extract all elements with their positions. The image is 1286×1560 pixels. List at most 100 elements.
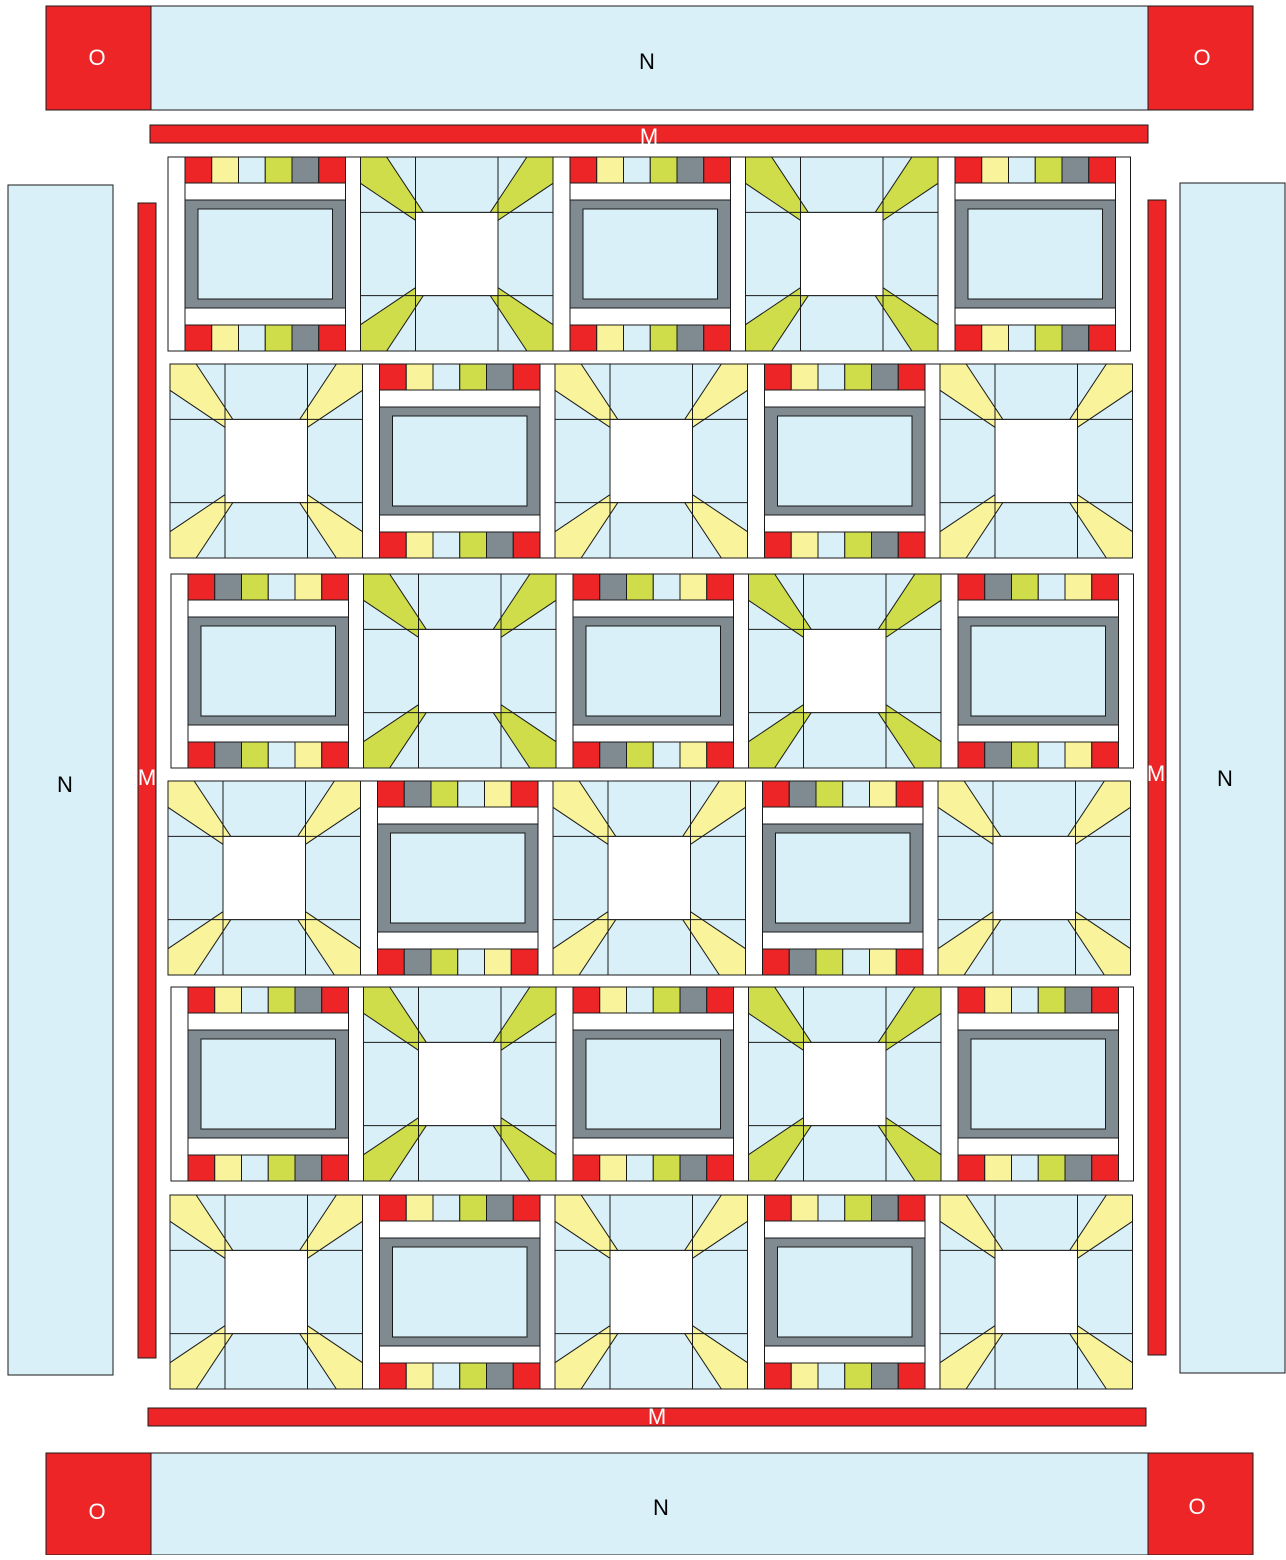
block-r6-c4-frame-post-left xyxy=(748,1195,765,1389)
block-r4-c2-frame-top-strip-square xyxy=(511,781,538,807)
block-r3-c3-frame-top-strip-square xyxy=(653,574,680,600)
block-r5-c1-frame-bottom-strip-square xyxy=(295,1155,322,1181)
block-r1-c1-frame-top-strip-square xyxy=(292,157,319,183)
label-right-border-N: N xyxy=(1205,767,1245,791)
block-r2-c4-frame-bottom-white-bar xyxy=(765,515,926,532)
block-r6-c2-frame-bottom-white-bar xyxy=(380,1346,541,1363)
block-r5-c1-frame-top-strip-square xyxy=(188,987,215,1013)
block-r3-c5-frame-bottom-strip-square xyxy=(1012,742,1039,768)
label-corner-bottom-left-O: O xyxy=(77,1500,117,1524)
block-r3-c1-frame-bottom-strip-square xyxy=(295,742,322,768)
block-r6-c2-frame-bottom-strip-square xyxy=(433,1363,460,1389)
block-r3-c3-frame-bottom-strip-square xyxy=(680,742,707,768)
block-r3-c3-frame-top-strip-square xyxy=(707,574,734,600)
block-r5-c3-frame-top-strip-square xyxy=(680,987,707,1013)
block-r3-c4-x-center-square xyxy=(804,629,887,712)
block-r5-c1-frame-top-strip-square xyxy=(268,987,295,1013)
block-r4-c4-frame-top-strip-square xyxy=(870,781,897,807)
block-r5-c3-frame-bottom-strip-square xyxy=(600,1155,627,1181)
label-left-border-N: N xyxy=(45,773,85,797)
block-r4-c2-frame-bottom-strip-square xyxy=(511,949,538,975)
block-r2-c3-x-center-square xyxy=(610,419,693,502)
block-r5-c5-frame-bottom-strip-square xyxy=(1092,1155,1119,1181)
block-r6-c2-frame-bottom-strip-square xyxy=(460,1363,487,1389)
block-r2-c4-frame-top-strip-square xyxy=(791,364,818,390)
block-r4-c2-frame-bottom-white-bar xyxy=(378,932,539,949)
label-corner-top-right-O: O xyxy=(1182,46,1222,70)
block-r5-c5-frame-top-strip-square xyxy=(1065,987,1092,1013)
block-r6-c4-frame-post-right xyxy=(925,1195,940,1389)
block-r2-c2-frame-top-strip-square xyxy=(513,364,540,390)
block-r2-c4-frame-top-strip-square xyxy=(765,364,792,390)
block-r3-c5-frame-post-right xyxy=(1119,574,1134,768)
block-r5-c1-frame-top-strip-square xyxy=(215,987,242,1013)
block-r1-c5-frame-post-right xyxy=(1116,157,1131,351)
block-r6-c4-frame-bottom-strip-square xyxy=(765,1363,792,1389)
block-r1-c1-frame-bottom-strip-square xyxy=(319,325,346,351)
block-r5-c3-frame-post-left xyxy=(556,987,573,1181)
block-r2-c4-frame-top-strip-square xyxy=(818,364,845,390)
block-r1-c3-frame-bottom-strip-square xyxy=(624,325,651,351)
label-corner-top-left-O: O xyxy=(77,46,117,70)
block-r3-c3-frame-bottom-strip-square xyxy=(573,742,600,768)
block-r1-c1-frame-top-strip-square xyxy=(319,157,346,183)
block-r5-c3-frame-center-window xyxy=(586,1039,721,1129)
block-r5-c3-frame-top-strip-square xyxy=(707,987,734,1013)
block-r2-c2-frame-top-strip-square xyxy=(380,364,407,390)
block-r6-c4-frame-center-window xyxy=(778,1247,913,1337)
block-r2-c2-frame-center-window xyxy=(393,416,528,506)
block-r4-c4-frame-post-left xyxy=(746,781,763,975)
block-r1-c5-frame-top-strip-square xyxy=(1089,157,1116,183)
block-r6-c4-frame-bottom-strip-square xyxy=(872,1363,899,1389)
block-r2-c2-frame-top-strip-square xyxy=(460,364,487,390)
block-r1-c1-frame-bottom-strip-square xyxy=(292,325,319,351)
block-r3-c5-frame-top-strip-square xyxy=(958,574,985,600)
block-r4-c4-frame-bottom-strip-square xyxy=(843,949,870,975)
block-r6-c4-frame-top-strip-square xyxy=(872,1195,899,1221)
block-r1-c5-frame-bottom-white-bar xyxy=(955,308,1116,325)
block-r1-c5-frame-top-strip-square xyxy=(1035,157,1062,183)
block-r3-c1-frame-top-strip-square xyxy=(215,574,242,600)
block-r2-c2-frame-top-strip-square xyxy=(487,364,514,390)
block-r5-c3-frame-bottom-strip-square xyxy=(627,1155,654,1181)
block-r5-c3-frame-top-strip-square xyxy=(600,987,627,1013)
block-r1-c3-frame-bottom-strip-square xyxy=(704,325,731,351)
block-r3-c3-frame-center-window xyxy=(586,626,721,716)
block-r3-c1-frame-post-left xyxy=(171,574,188,768)
block-r4-c4-frame-bottom-strip-square xyxy=(896,949,923,975)
block-r3-c3-frame-post-right xyxy=(734,574,749,768)
block-r5-c5-frame-bottom-strip-square xyxy=(1012,1155,1039,1181)
block-r1-c5-frame-post-left xyxy=(938,157,955,351)
block-r4-c2-frame-top-strip-square xyxy=(431,781,458,807)
block-r6-c4-frame-bottom-white-bar xyxy=(765,1346,926,1363)
block-r3-c5-frame-bottom-strip-square xyxy=(1038,742,1065,768)
block-r4-c2-frame-top-strip-square xyxy=(485,781,512,807)
block-r6-c4-frame-top-white-bar xyxy=(765,1221,926,1238)
block-r3-c1-frame-bottom-strip-square xyxy=(215,742,242,768)
block-r3-c3-frame-bottom-strip-square xyxy=(653,742,680,768)
block-r3-c5-frame-bottom-strip-square xyxy=(958,742,985,768)
block-r1-c1-frame-top-strip-square xyxy=(239,157,266,183)
block-r3-c3-frame-top-strip-square xyxy=(680,574,707,600)
block-r4-c2-frame-center-window xyxy=(391,833,526,923)
block-r1-c1-frame-center-window xyxy=(198,209,333,299)
block-r1-c5-frame-bottom-strip-square xyxy=(955,325,982,351)
block-r5-c5-frame-bottom-strip-square xyxy=(985,1155,1012,1181)
block-r5-c4-x-center-square xyxy=(804,1042,887,1125)
block-r1-c1-frame-top-white-bar xyxy=(185,183,346,200)
block-r6-c4-frame-top-strip-square xyxy=(765,1195,792,1221)
block-r5-c1-frame-bottom-strip-square xyxy=(188,1155,215,1181)
block-r1-c1-frame-bottom-strip-square xyxy=(239,325,266,351)
block-r3-c5-frame-top-white-bar xyxy=(958,600,1119,617)
block-r5-c5-frame-post-left xyxy=(941,987,958,1181)
block-r4-c2-frame-bottom-strip-square xyxy=(404,949,431,975)
label-inner-top-M: M xyxy=(629,125,669,149)
block-r6-c2-frame-post-left xyxy=(363,1195,380,1389)
block-r2-c1-x-center-square xyxy=(225,419,308,502)
block-r3-c1-frame-top-strip-square xyxy=(322,574,349,600)
block-r6-c2-frame-post-right xyxy=(540,1195,555,1389)
block-r4-c2-frame-bottom-strip-square xyxy=(378,949,405,975)
block-r1-c1-frame-top-strip-square xyxy=(265,157,292,183)
block-r4-c2-frame-bottom-strip-square xyxy=(431,949,458,975)
block-r4-c2-frame-top-strip-square xyxy=(378,781,405,807)
